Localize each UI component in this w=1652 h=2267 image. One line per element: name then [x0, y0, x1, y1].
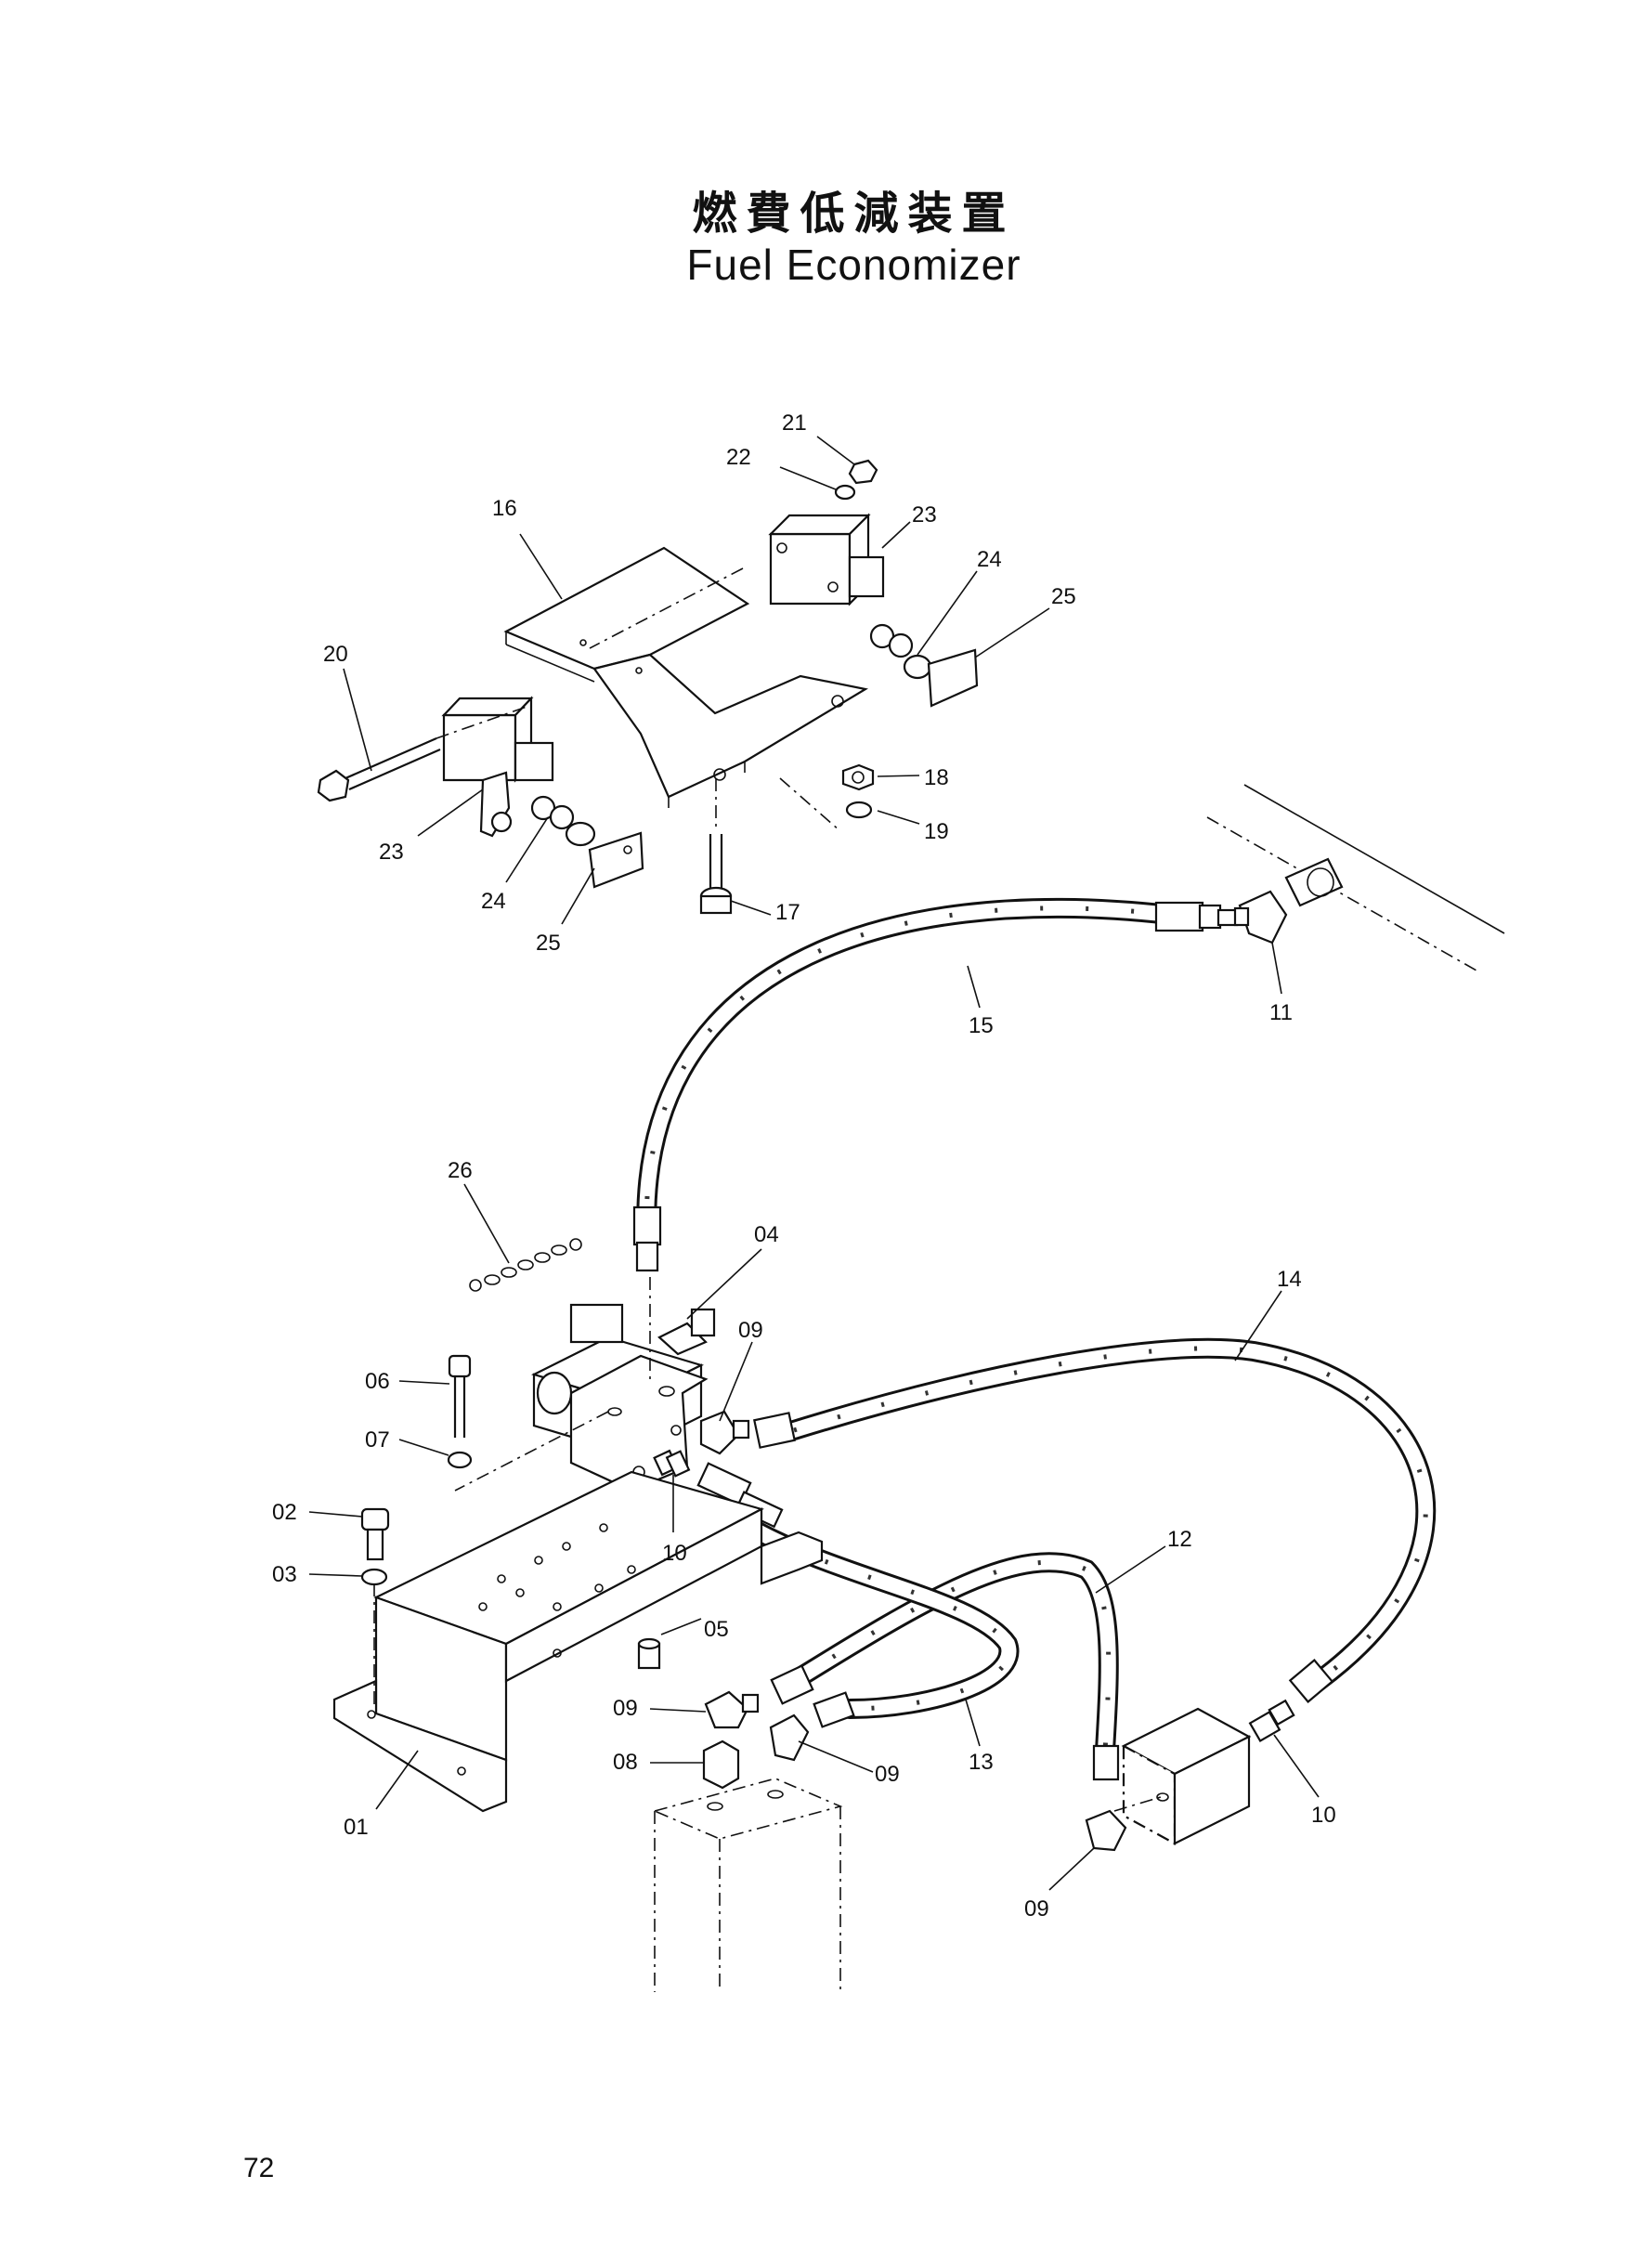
part-16-bracket-plate	[503, 546, 869, 808]
part-09-elbow-left	[704, 1690, 760, 1729]
guide-line	[454, 1411, 609, 1492]
part-15-hose-lower-fitting	[632, 1205, 662, 1272]
callout-10-right: 10	[1311, 1803, 1336, 1828]
callout-25-lower: 25	[536, 931, 561, 956]
callout-10-valve: 10	[662, 1541, 687, 1566]
callout-15: 15	[969, 1013, 994, 1038]
part-05-plug	[637, 1637, 661, 1670]
part-09-elbow-right	[1085, 1809, 1127, 1852]
part-22-washer	[834, 484, 856, 501]
callout-17: 17	[775, 900, 800, 925]
part-23-lower-switch	[441, 696, 554, 838]
guide-line	[1113, 1796, 1162, 1812]
part-14-hose-fittings	[752, 1412, 1334, 1703]
callout-09-center: 09	[875, 1762, 900, 1787]
callout-04: 04	[754, 1222, 779, 1247]
part-17-bolt	[699, 834, 733, 915]
part-26-chain	[469, 1238, 582, 1292]
part-09-elbow-center	[769, 1713, 810, 1762]
callout-08: 08	[613, 1750, 638, 1775]
part-09-elbow-valve	[699, 1410, 750, 1455]
callout-22: 22	[726, 445, 751, 470]
callout-02: 02	[272, 1500, 297, 1525]
title-english: Fuel Economizer	[686, 241, 1021, 289]
part-25-upper-lever	[927, 648, 979, 708]
part-06-bolt	[448, 1354, 472, 1438]
part-15-hose-upper-fitting	[1154, 901, 1239, 932]
guide-line	[589, 567, 744, 649]
callout-13: 13	[969, 1750, 994, 1775]
callout-26: 26	[448, 1158, 473, 1183]
distributor-block	[1121, 1707, 1252, 1845]
callout-24-upper: 24	[977, 547, 1002, 572]
page-number: 72	[243, 2153, 275, 2183]
callout-23-lower: 23	[379, 840, 404, 865]
callout-09-left: 09	[613, 1696, 638, 1721]
part-23-upper-switch	[768, 513, 885, 606]
part-02-bolt	[360, 1507, 390, 1561]
engine-connection-stub	[1206, 784, 1505, 971]
callout-11: 11	[1269, 1000, 1293, 1025]
title-japanese: 燃費低減装置	[692, 188, 1016, 240]
callout-01: 01	[344, 1815, 369, 1840]
part-18-nut	[841, 763, 875, 791]
part-19-washer	[845, 801, 873, 819]
callout-12: 12	[1167, 1527, 1192, 1552]
part-01-mounting-bracket	[332, 1470, 824, 1813]
part-25-lower-lever	[588, 831, 644, 889]
callout-18: 18	[924, 765, 949, 790]
part-10-nipple-right	[1248, 1699, 1295, 1743]
callout-labels: 21 22 16 23 24 25 20 23 24 25 18 19 17 1…	[272, 410, 1336, 1922]
part-07-washer	[447, 1451, 473, 1469]
callout-23-upper: 23	[912, 502, 937, 528]
part-13-hose-fitting	[813, 1691, 855, 1728]
callout-09-valve: 09	[738, 1318, 763, 1343]
fuel-tank-outline	[652, 1778, 843, 1992]
callout-09-right: 09	[1024, 1896, 1049, 1922]
part-03-washer	[360, 1568, 388, 1586]
part-20-bolt	[317, 736, 441, 802]
callout-25-upper: 25	[1051, 584, 1076, 609]
guide-line	[436, 705, 530, 739]
guide-line	[779, 777, 841, 832]
callout-16: 16	[492, 496, 517, 521]
part-24-upper-roller	[869, 623, 932, 680]
callout-19: 19	[924, 819, 949, 844]
callout-05: 05	[704, 1617, 729, 1642]
part-12-hose-fittings	[770, 1664, 1120, 1781]
part-10-nipple-valve	[653, 1449, 691, 1478]
callout-03: 03	[272, 1562, 297, 1587]
callout-20: 20	[323, 642, 348, 667]
part-21-nut	[848, 459, 878, 485]
part-11-elbow	[1233, 890, 1288, 945]
part-24-lower-roller	[530, 795, 596, 847]
callout-07: 07	[365, 1427, 390, 1453]
callout-24-lower: 24	[481, 889, 506, 914]
part-15-hose	[636, 897, 1180, 1255]
part-08-adapter	[702, 1739, 740, 1790]
part-04-valve-block	[531, 1303, 716, 1492]
callout-14: 14	[1277, 1267, 1302, 1292]
leader-lines	[308, 436, 1320, 1891]
callout-06: 06	[365, 1369, 390, 1394]
callout-21: 21	[782, 410, 807, 436]
